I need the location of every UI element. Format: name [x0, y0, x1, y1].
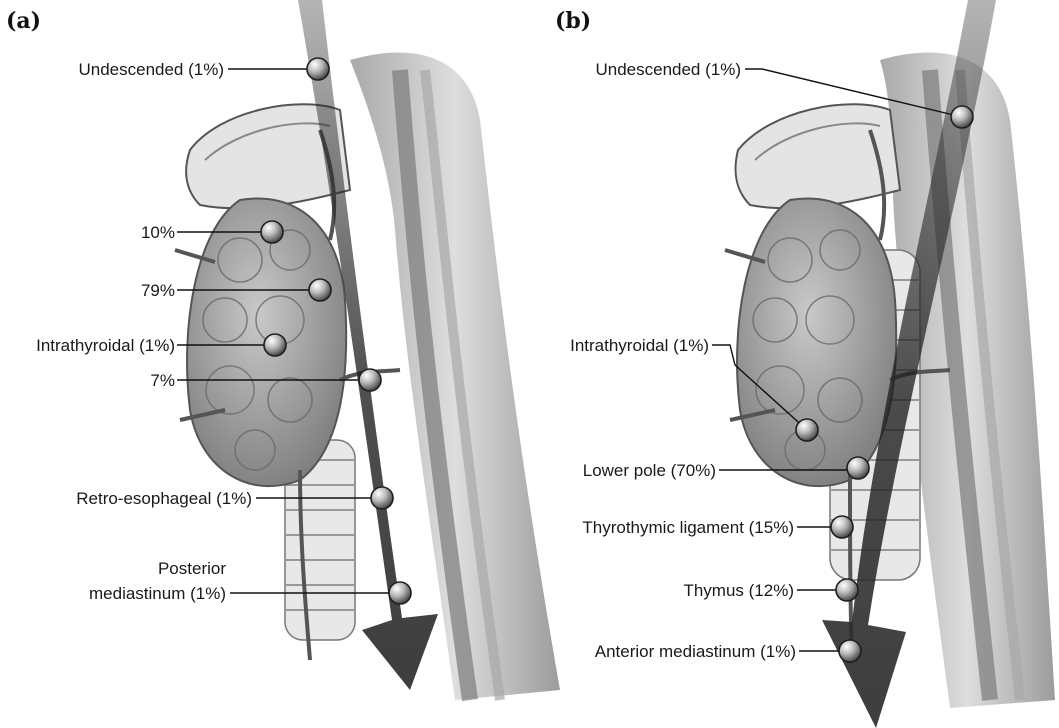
callout-intrathyroidal: Intrathyroidal (1%)	[570, 336, 709, 355]
marker-retro-esophageal	[371, 487, 393, 509]
callout-7-percent: 7%	[150, 371, 175, 390]
callout-anterior-mediastinum: Anterior mediastinum (1%)	[595, 642, 796, 661]
marker-7-percent	[359, 369, 381, 391]
marker-79-percent	[309, 279, 331, 301]
callout-intrathyroidal: Intrathyroidal (1%)	[36, 336, 175, 355]
callout-10-percent: 10%	[141, 223, 175, 242]
callout-posterior-mediastinum-line2: mediastinum (1%)	[89, 584, 226, 603]
panel-b-anatomy-illustration	[725, 53, 1055, 709]
marker-undescended	[951, 106, 973, 128]
marker-intrathyroidal	[796, 419, 818, 441]
marker-anterior-mediastinum	[839, 640, 861, 662]
marker-undescended	[307, 58, 329, 80]
panel-a-label: (a)	[6, 8, 41, 34]
callout-undescended: Undescended (1%)	[595, 60, 741, 79]
callout-lower-pole: Lower pole (70%)	[583, 461, 716, 480]
callout-posterior-mediastinum-line1: Posterior	[158, 559, 226, 578]
marker-posterior-mediastinum	[389, 582, 411, 604]
callout-retro-esophageal: Retro-esophageal (1%)	[76, 489, 252, 508]
panel-a: (a)	[6, 0, 560, 700]
marker-thymus	[836, 579, 858, 601]
panel-b-thyroid-lobe	[737, 198, 896, 486]
panel-b: (b)	[555, 0, 1055, 728]
callout-thyrothymic-ligament: Thyrothymic ligament (15%)	[582, 518, 794, 537]
marker-thyrothymic-ligament	[831, 516, 853, 538]
panel-b-label: (b)	[555, 8, 591, 34]
callout-79-percent: 79%	[141, 281, 175, 300]
marker-intrathyroidal	[264, 334, 286, 356]
marker-lower-pole	[847, 457, 869, 479]
marker-10-percent	[261, 221, 283, 243]
callout-thymus: Thymus (12%)	[683, 581, 794, 600]
callout-undescended: Undescended (1%)	[78, 60, 224, 79]
